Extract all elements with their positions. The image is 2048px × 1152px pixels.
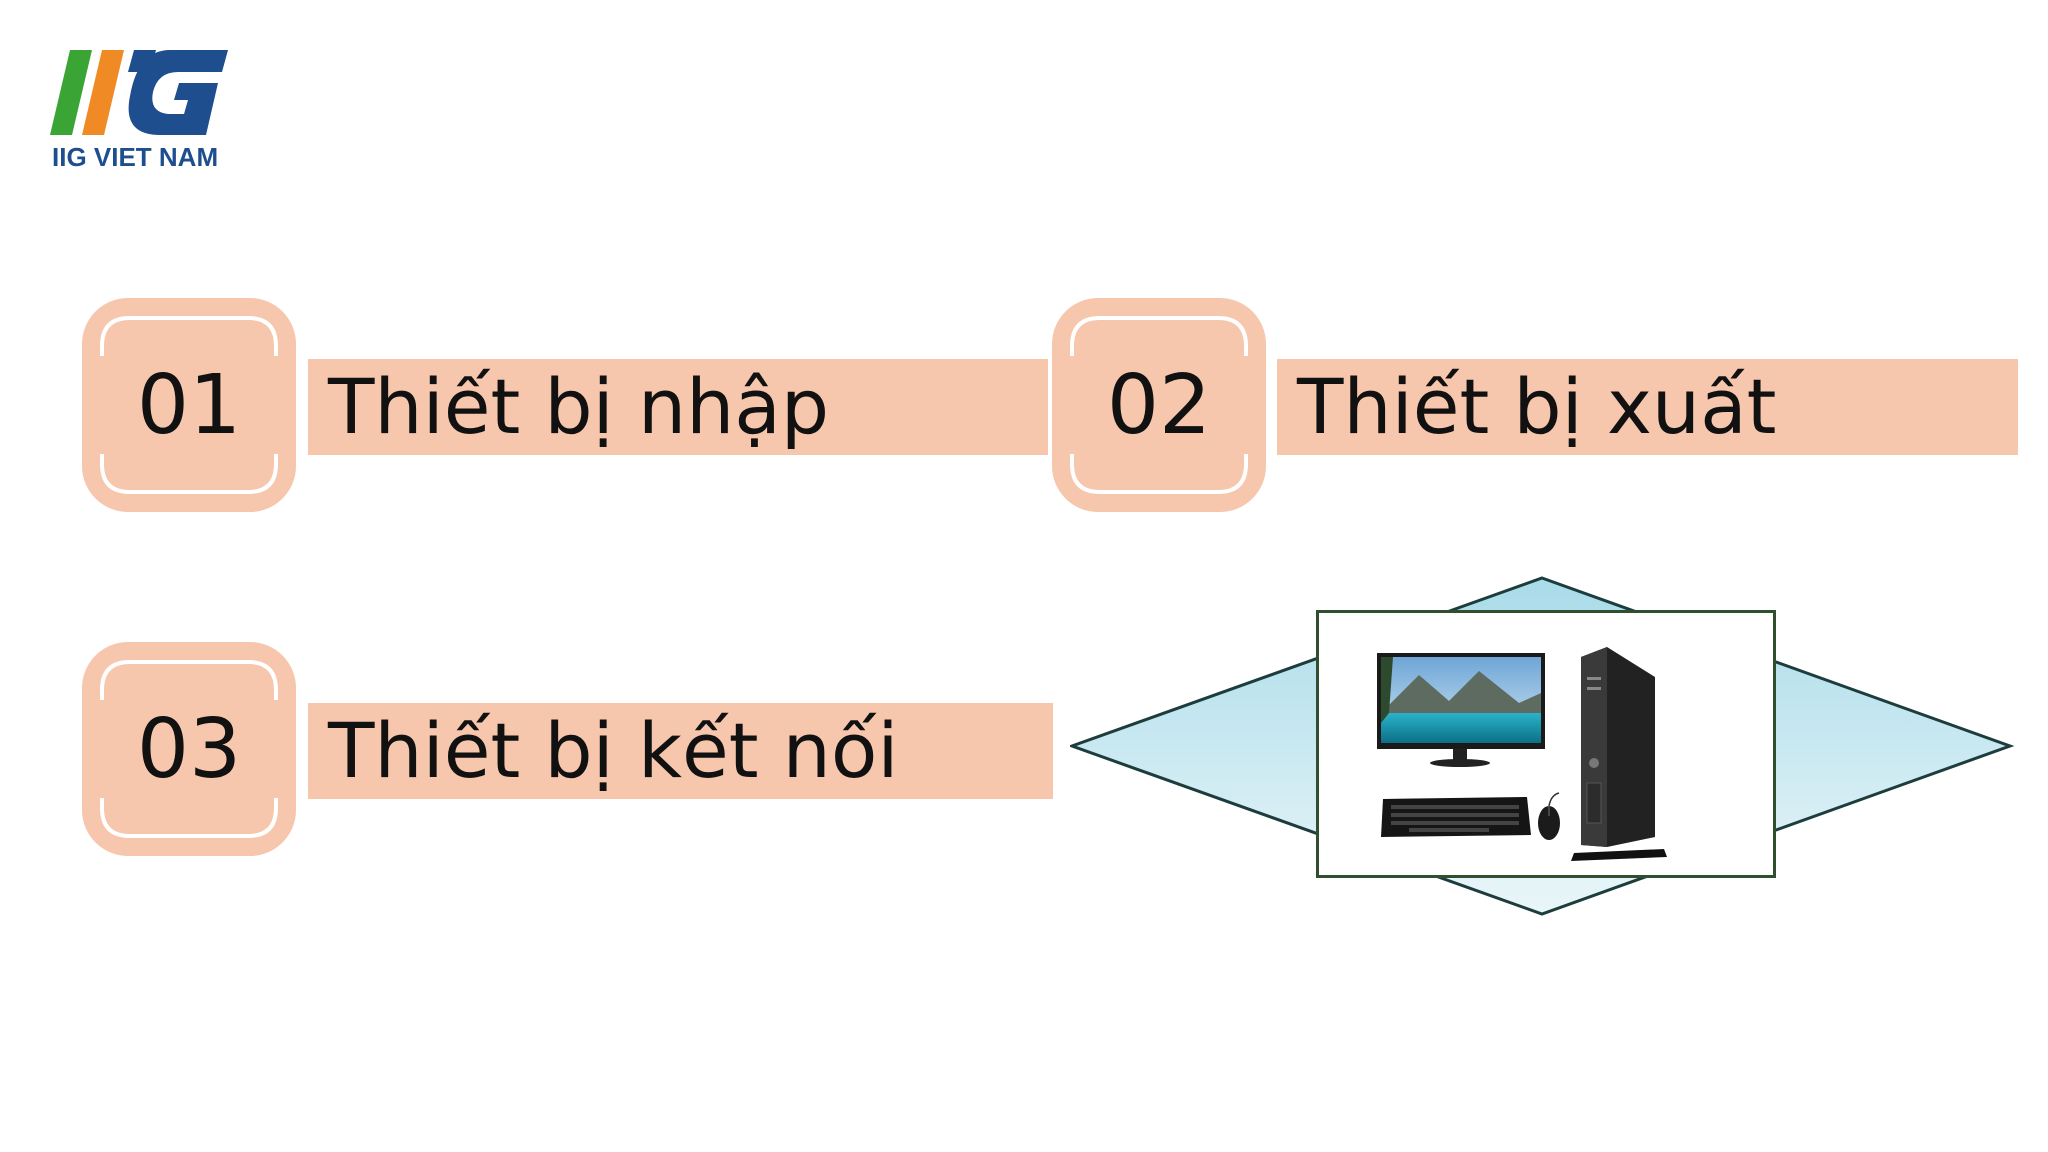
mouse-icon — [1538, 792, 1560, 840]
item-label: Thiết bị nhập — [328, 362, 830, 451]
iig-logo-mark-icon — [50, 50, 228, 135]
iig-logo: IIG VIET NAM — [50, 50, 240, 180]
brand-name: IIG VIET NAM — [52, 142, 219, 172]
computer-case-icon — [1571, 647, 1667, 861]
item-label: Thiết bị kết nối — [328, 706, 899, 795]
item-number: 01 — [136, 357, 242, 453]
item-number-box-03: 03 — [82, 642, 296, 856]
item-number-box-02: 02 — [1052, 298, 1266, 512]
keyboard-icon — [1381, 797, 1531, 837]
item-number-box-01: 01 — [82, 298, 296, 512]
computer-photo-frame — [1316, 610, 1776, 878]
item-number: 02 — [1106, 357, 1212, 453]
item-number: 03 — [136, 701, 242, 797]
item-label-bar-03: Thiết bị kết nối — [308, 703, 1053, 799]
computer-illustration — [1377, 647, 1667, 861]
item-label-bar-01: Thiết bị nhập — [308, 359, 1048, 455]
monitor-icon — [1377, 653, 1545, 767]
item-label-bar-02: Thiết bị xuất — [1277, 359, 2018, 455]
number-frame-decoration — [100, 660, 278, 838]
item-label: Thiết bị xuất — [1297, 362, 1777, 451]
number-frame-decoration — [1070, 316, 1248, 494]
number-frame-decoration — [100, 316, 278, 494]
